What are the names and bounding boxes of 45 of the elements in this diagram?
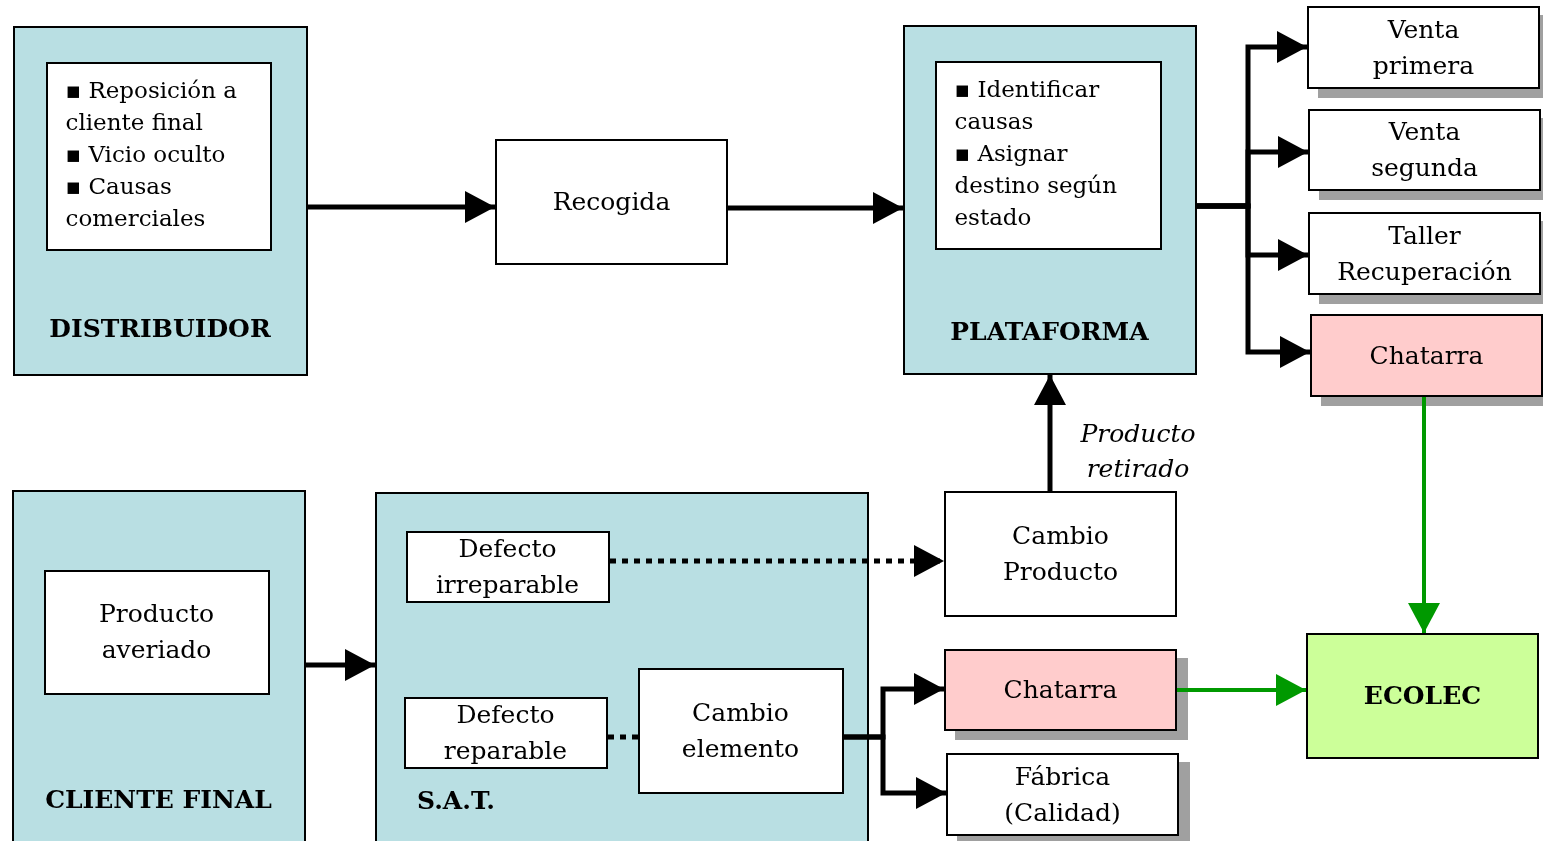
group-panel (375, 492, 869, 841)
group-heading: PLATAFORMA (949, 317, 1150, 346)
dotted-connector (610, 545, 944, 577)
process-box (43, 569, 270, 695)
box-label: Producto averiado (98, 598, 215, 666)
box-label: Fábrica (Calidad) (1003, 760, 1122, 829)
arrow (308, 191, 495, 223)
box-label: Defecto irreparable (434, 532, 581, 601)
group-heading: DISTRIBUIDOR (48, 314, 272, 343)
arrow (1177, 674, 1306, 706)
box-label: Defecto reparable (442, 698, 569, 767)
box-label: Cambio elemento (680, 696, 801, 765)
group-panel (903, 25, 1197, 375)
arrow (1034, 375, 1066, 491)
box-heading: ECOLEC (1362, 680, 1483, 712)
arrow (1197, 203, 1310, 368)
box-label: Taller Recuperación (1336, 219, 1513, 288)
bullet-item: ▪ Vicio oculto (65, 139, 227, 169)
process-box (403, 696, 608, 769)
group-panel (13, 26, 308, 376)
box-label: Chatarra (1368, 339, 1485, 372)
group-heading: S.A.T. (417, 786, 496, 815)
box-label: Chatarra (1002, 674, 1119, 706)
process-box (1306, 633, 1539, 759)
group-heading: CLIENTE FINAL (44, 785, 273, 814)
box-label: Cambio Producto (1002, 520, 1119, 588)
process-box (637, 667, 844, 794)
arrow (728, 192, 903, 224)
group-panel (12, 490, 306, 841)
bullet-item: ▪ Asignar destino según estado (954, 138, 1118, 232)
bullet-item: ▪ Causas comerciales (65, 171, 207, 233)
list-box (934, 60, 1162, 250)
bullet-item: ▪ Reposición a cliente final (65, 75, 238, 137)
process-box (944, 491, 1177, 617)
box-label: Recogida (551, 186, 672, 218)
bullet-item: ▪ Identificar causas (954, 74, 1101, 136)
arrow (844, 734, 946, 809)
arrow (306, 649, 375, 681)
process-box (495, 139, 728, 265)
dotted-connector (608, 734, 638, 740)
box-label: Venta segunda (1370, 116, 1479, 184)
arrow (1408, 397, 1440, 633)
process-box (405, 530, 610, 603)
box-label: Venta primera (1371, 13, 1476, 82)
list-box (45, 61, 272, 251)
